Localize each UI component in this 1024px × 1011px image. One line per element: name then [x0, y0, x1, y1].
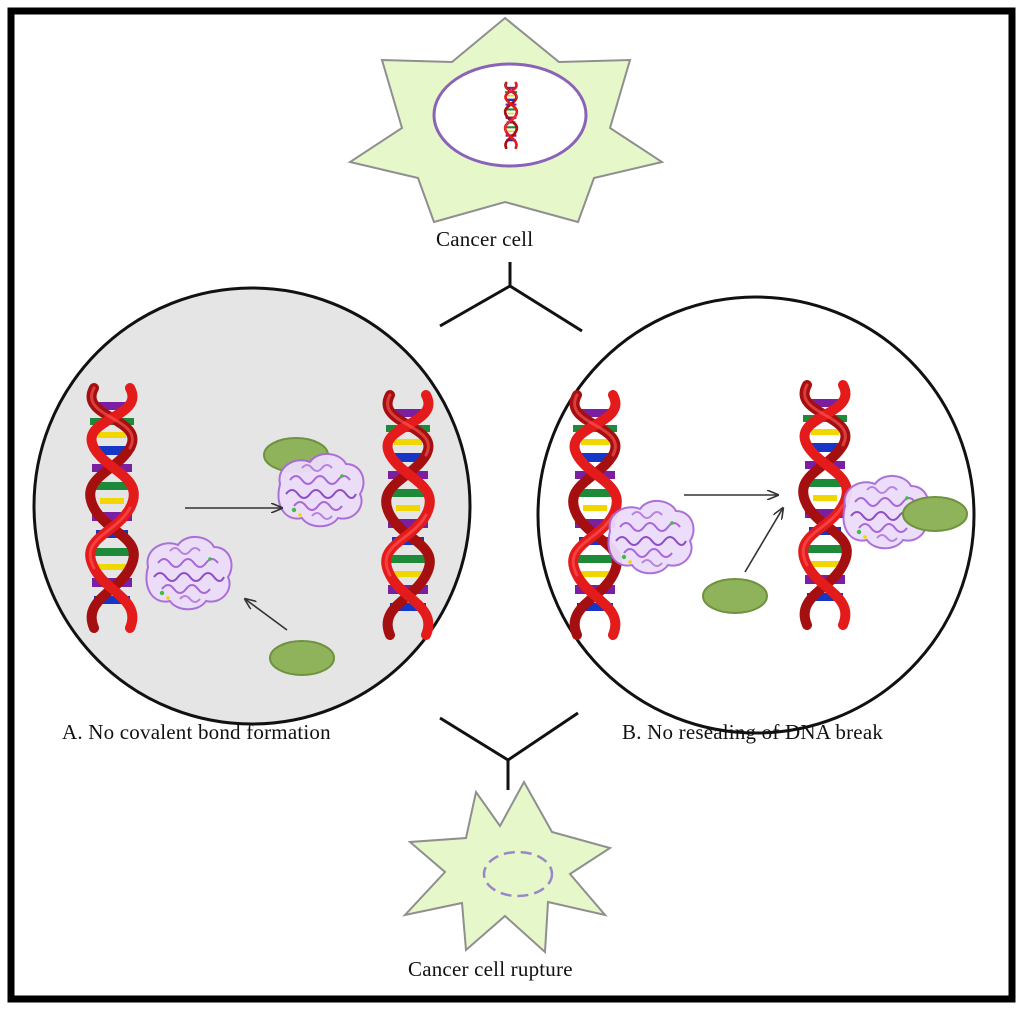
- bottom-branch-connector: [439, 711, 579, 790]
- broken-nucleus-icon: [482, 850, 554, 898]
- burst-cell-icon: [402, 779, 613, 955]
- arrow-up-left: [245, 599, 288, 631]
- topoisomerase-enzyme-icon: [145, 535, 233, 611]
- cancer-cell-label: Cancer cell: [436, 227, 534, 251]
- mechanism-b-label: B. No resealing of DNA break: [622, 720, 884, 744]
- cancer-cell-group: [347, 16, 665, 224]
- arrow-up-right: [744, 508, 783, 573]
- drug-ellipse-icon: [702, 578, 768, 614]
- top-branch-connector: [439, 262, 583, 333]
- mechanism-a-label: A. No covalent bond formation: [62, 720, 331, 744]
- nucleus-icon: [432, 62, 588, 168]
- panel-a: [32, 286, 472, 726]
- topoisomerase-enzyme-icon: [607, 499, 695, 575]
- drug-ellipse-icon: [269, 640, 335, 676]
- panel-b: [536, 295, 976, 735]
- panel-b-circle: [536, 295, 976, 735]
- ruptured-cell-group: [402, 779, 613, 955]
- drug-ellipse-icon: [902, 496, 968, 532]
- topoisomerase-enzyme-icon: [277, 452, 365, 528]
- cancer-cell-rupture-label: Cancer cell rupture: [408, 957, 573, 981]
- panel-a-circle: [32, 286, 472, 726]
